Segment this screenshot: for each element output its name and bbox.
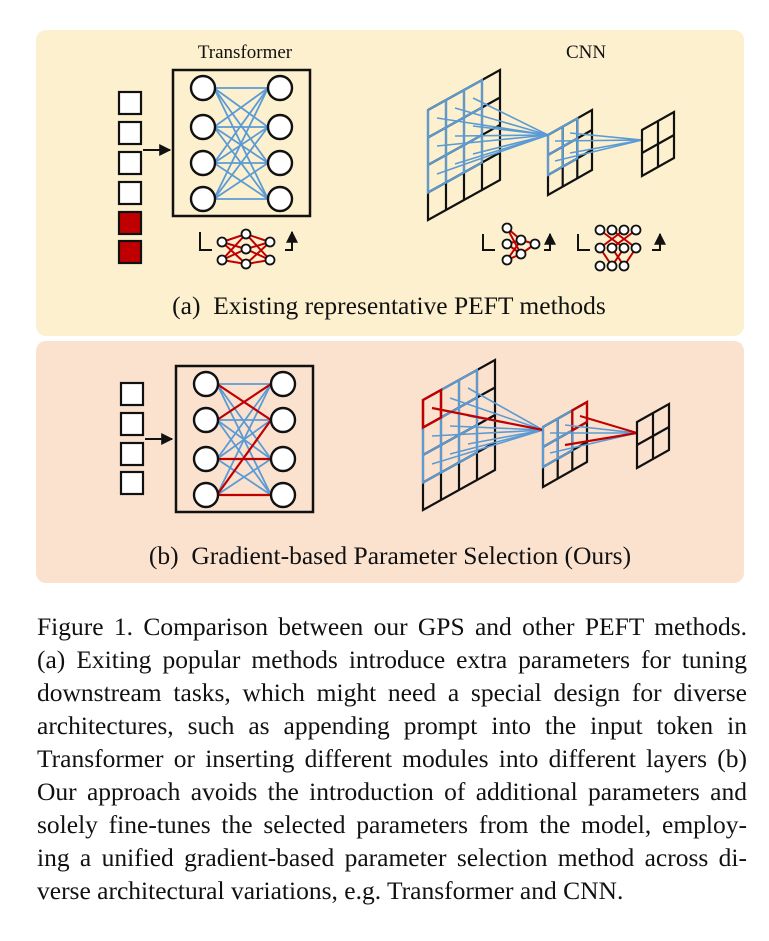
panel-a-caption: (a) Existing representative PEFT methods <box>172 291 606 320</box>
selected-kernel-cell <box>421 387 443 430</box>
caption-line: Transformer or inserting different modul… <box>37 744 747 773</box>
caption-line: Figure 1. Comparison between our GPS and… <box>37 612 747 641</box>
selected-kernel-cell <box>571 400 589 433</box>
prompt-token <box>117 239 143 265</box>
transformer-block-b <box>174 364 315 514</box>
adapter-module-cnn-2 <box>577 224 666 272</box>
adapter-module-cnn-1 <box>482 222 556 266</box>
figure-diagram: Transformer CNN <box>117 42 676 570</box>
panel-b-caption: (b) Gradient-based Parameter Selection (… <box>149 541 631 570</box>
prompt-token <box>117 210 143 236</box>
caption-line: architectures, such as appending prompt … <box>37 711 747 740</box>
caption-line: solely fine-tunes the selected parameter… <box>37 810 747 839</box>
panel-a-background <box>36 30 744 336</box>
caption-line: verse architectural variations, e.g. Tra… <box>37 876 624 905</box>
figure-caption: Figure 1. Comparison between our GPS and… <box>37 610 747 907</box>
caption-line: downstream tasks, which might need a spe… <box>37 678 747 707</box>
caption-line: (a) Exiting popular methods introduce ex… <box>37 645 747 674</box>
caption-line: ing a unified gradient-based parameter s… <box>37 843 747 872</box>
transformer-label: Transformer <box>198 42 293 63</box>
transformer-connections-a <box>213 87 269 200</box>
panel-b-background <box>36 341 744 583</box>
transformer-block-a <box>171 68 312 218</box>
cnn-diagram-a <box>426 68 676 222</box>
transformer-neurons-a <box>189 74 294 213</box>
cnn-diagram-b <box>421 358 671 512</box>
selected-connections-b <box>216 383 272 497</box>
caption-line: Our approach avoids the introduction of … <box>37 777 747 806</box>
transformer-connections-b <box>216 383 272 496</box>
input-tokens-b <box>119 381 145 496</box>
input-tokens-a <box>117 90 143 265</box>
cnn-label: CNN <box>566 42 606 63</box>
adapter-module-transformer <box>199 228 298 270</box>
transformer-neurons-b <box>192 370 297 509</box>
